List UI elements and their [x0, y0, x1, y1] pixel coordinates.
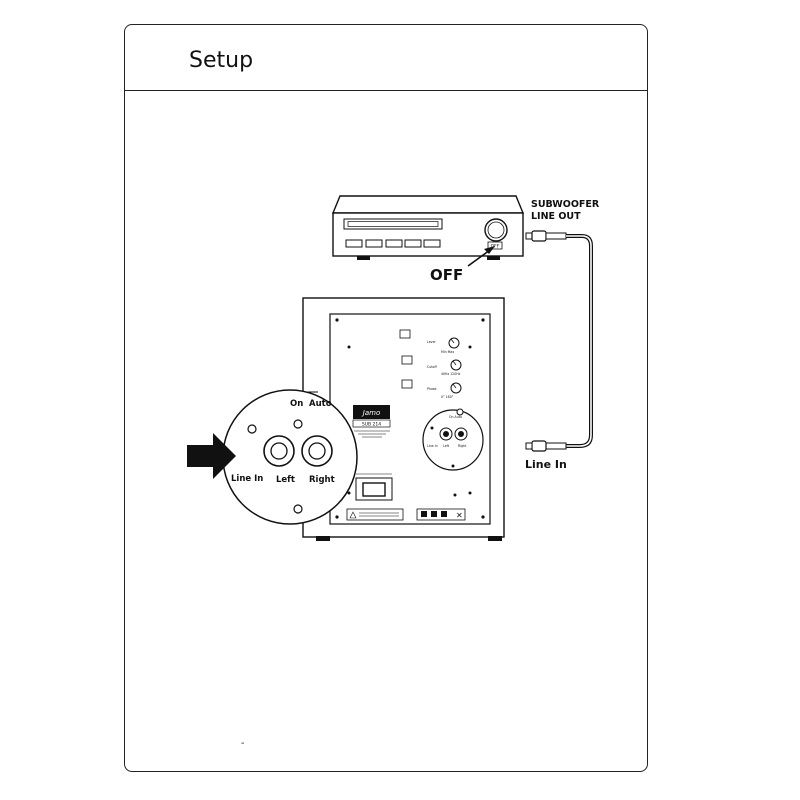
input-panel-small: On Auto Line In Left Right [422, 409, 484, 471]
line-in-cable-label: Line In [525, 458, 567, 471]
callout-auto-label: Auto [309, 399, 332, 409]
svg-text:Left: Left [443, 444, 450, 448]
page-title: Setup [189, 48, 254, 73]
amplifier: OFF [331, 195, 525, 260]
level-control: Level Min Max [399, 329, 460, 354]
svg-text:Cutoff: Cutoff [427, 365, 437, 369]
off-label: OFF [430, 266, 463, 284]
off-arrow [467, 246, 495, 267]
cutoff-control: Cutoff 40Hz 120Hz [401, 355, 462, 376]
callout-line-in-label: Line In [231, 474, 263, 484]
mode-switch-hole [293, 419, 303, 429]
subwoofer-line-out-label-2: LINE OUT [531, 211, 581, 222]
rca-cable [525, 230, 593, 452]
footer-mark: - [241, 738, 245, 749]
amplifier-buttons [345, 239, 441, 248]
page-frame [124, 24, 648, 772]
brand-logo: Jamo [361, 409, 380, 417]
rca-jack-left [263, 435, 295, 467]
callout-right-label: Right [309, 475, 335, 485]
svg-text:Level: Level [427, 340, 436, 344]
svg-text:Phase: Phase [427, 387, 437, 391]
brand-badge [353, 405, 390, 419]
svg-text:Min Max: Min Max [441, 350, 454, 354]
svg-text:Right: Right [458, 444, 467, 448]
model-label: SUB 214 [362, 422, 381, 428]
svg-text:On Auto: On Auto [449, 415, 462, 419]
svg-text:40Hz 120Hz: 40Hz 120Hz [441, 372, 461, 376]
input-callout: On Auto Line In Left Right [222, 389, 358, 525]
svg-text:0° 180°: 0° 180° [441, 395, 454, 399]
weee-icon: ✕ [456, 511, 463, 520]
callout-left-label: Left [276, 475, 295, 485]
input-pointer-arrow [187, 433, 236, 479]
power-switch-tag: OFF [491, 244, 500, 250]
svg-text:Line In: Line In [427, 444, 438, 448]
phase-control: Phase 0° 180° [401, 379, 462, 399]
warning-label [346, 508, 404, 521]
callout-on-label: On [290, 399, 303, 409]
rca-jack-right [301, 435, 333, 467]
subwoofer-line-out-label-1: SUBWOOFER [531, 199, 600, 210]
header-divider [124, 90, 648, 91]
power-switch [487, 241, 503, 250]
